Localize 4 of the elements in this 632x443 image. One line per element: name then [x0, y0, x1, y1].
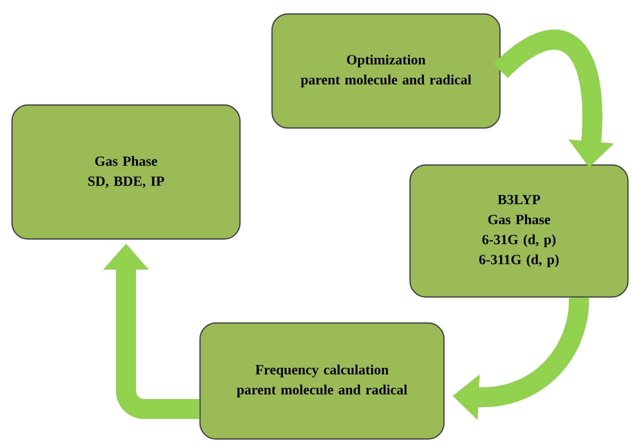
- process-box: Frequency calculation parent molecule and radical: [199, 322, 445, 440]
- process-box: Optimization parent molecule and radical: [271, 13, 501, 129]
- process-box: B3LYP Gas Phase 6-31G (d, p) 6-311G (d, p): [409, 164, 629, 298]
- process-box: Gas Phase SD, BDE, IP: [11, 104, 241, 240]
